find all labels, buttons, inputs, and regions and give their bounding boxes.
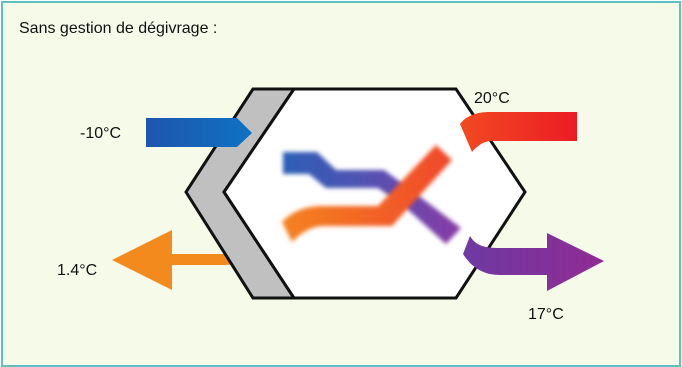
exhaust-outlet-temperature: 1.4°C	[57, 262, 97, 279]
indoor-air-inlet-arrow	[460, 112, 577, 152]
exhaust-air-arrow	[112, 230, 255, 290]
cold-air-flow-path	[283, 152, 461, 244]
heat-exchanger-core	[222, 87, 527, 300]
warm-air-flow-path	[282, 145, 452, 242]
outdoor-inlet-temperature: -10°C	[80, 125, 121, 142]
indoor-inlet-temperature: 20°C	[474, 90, 510, 107]
supply-air-outlet-arrow	[463, 233, 604, 291]
outdoor-air-inlet-arrow	[146, 118, 252, 147]
diagram-caption: Sans gestion de dégivrage :	[19, 20, 218, 37]
supply-outlet-temperature: 17°C	[528, 306, 564, 323]
